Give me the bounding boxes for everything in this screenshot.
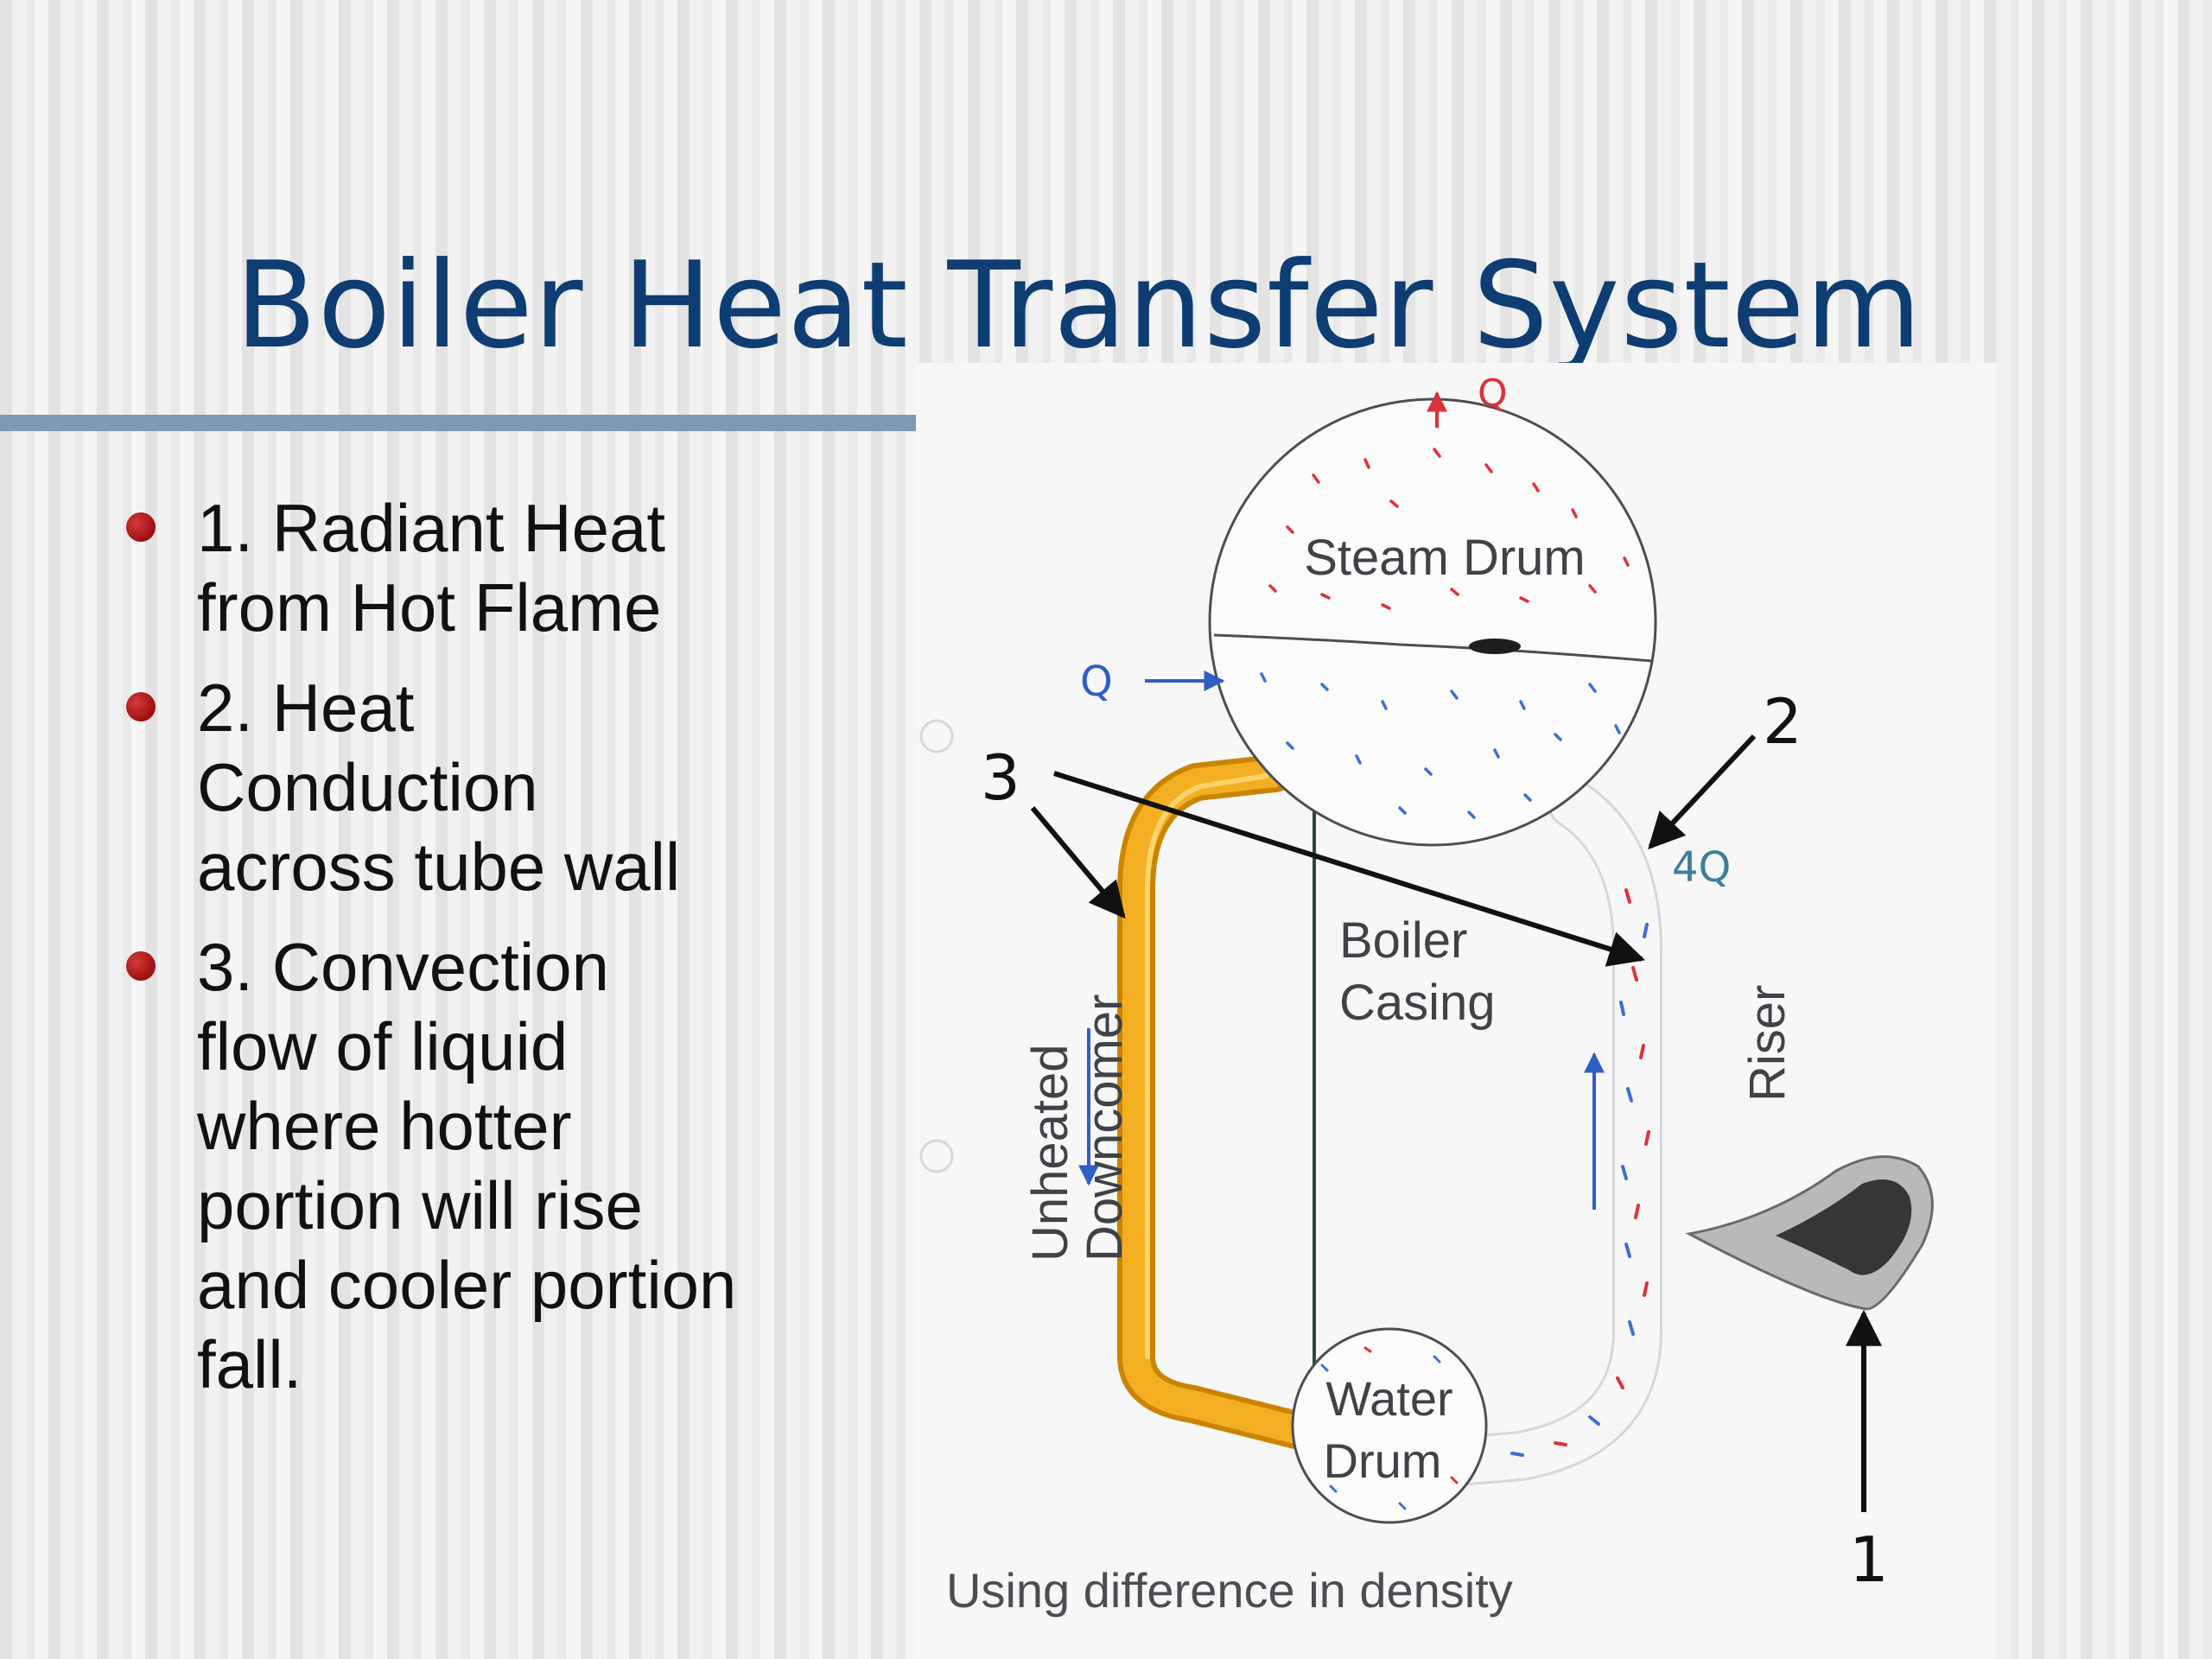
callout-label-1: 1 (1849, 1523, 1889, 1596)
callout-arrow-3b (1053, 771, 1646, 967)
callout-arrow-3a (1030, 806, 1126, 919)
boiler-diagram: Steam Drum Boiler Casing Water Drum Unhe… (916, 363, 1996, 1659)
slide-title: Boiler Heat Transfer System (235, 236, 1923, 375)
bullet-item-1: 1. Radiant Heat from Hot Flame (121, 488, 899, 647)
bullet-item-2: 2. Heat Conduction across tube wall (121, 668, 899, 906)
steam-drum-blue-marks (1260, 672, 1621, 819)
callout-label-2: 2 (1763, 685, 1802, 758)
downcomer-tube-fill (1122, 760, 1310, 1444)
flame-icon (1685, 1155, 1934, 1311)
bullet-text-line: portion will rise (197, 1167, 643, 1243)
bullet-dot-icon (126, 692, 156, 721)
steam-drum-label: Steam Drum (1304, 530, 1586, 586)
bullet-text-line: flow of liquid (197, 1008, 569, 1084)
steam-drum (1208, 397, 1657, 847)
water-drum-marks (1320, 1346, 1459, 1510)
downcomer-tube-highlight (1145, 773, 1268, 1359)
water-drum-label-1: Water (1325, 1371, 1452, 1426)
bullet-text-line: 3. Convection (197, 929, 609, 1005)
bullet-text-line: 2. Heat (197, 670, 415, 746)
water-drum (1291, 1327, 1488, 1524)
q-left-label: Q (1080, 658, 1113, 706)
riser-tube-inner (1446, 781, 1660, 1483)
punch-hole-icon (919, 1139, 954, 1173)
bullet-text-line: Conduction (197, 749, 538, 825)
q-top-label: Q (1478, 372, 1508, 416)
riser-label: Riser (1739, 985, 1796, 1102)
bullet-item-3: 3. Convection flow of liquid where hotte… (121, 927, 899, 1404)
callout-arrow-2 (1648, 734, 1757, 850)
downcomer-label-1: Unheated (1022, 1044, 1078, 1262)
bullet-text-line: from Hot Flame (197, 569, 662, 645)
bullet-text-line: 1. Radiant Heat (197, 490, 666, 566)
title-divider (0, 415, 921, 431)
bullet-dot-icon (126, 951, 156, 981)
bullet-text-line: where hotter (197, 1088, 572, 1164)
water-drum-label-2: Drum (1324, 1433, 1442, 1488)
water-level-line (1213, 633, 1653, 663)
bullet-text-line: across tube wall (197, 829, 681, 905)
caption-label: Using difference in density (946, 1563, 1513, 1618)
q-riser-label: 4Q (1672, 843, 1731, 892)
bullet-list: 1. Radiant Heat from Hot Flame 2. Heat C… (121, 488, 899, 1425)
boiler-casing-label-1: Boiler (1339, 912, 1467, 969)
downcomer-label-2: Downcomer (1077, 995, 1133, 1262)
callout-label-3: 3 (981, 741, 1020, 814)
riser-heat-marks (1510, 888, 1650, 1457)
steam-drum-blot (1469, 639, 1521, 654)
bullet-text-line: fall. (197, 1326, 302, 1402)
steam-drum-red-marks (1268, 448, 1630, 610)
punch-hole-icon (919, 719, 954, 753)
boiler-casing-label-2: Casing (1339, 975, 1496, 1031)
bullet-text-line: and cooler portion (197, 1247, 737, 1323)
bullet-dot-icon (126, 512, 156, 542)
